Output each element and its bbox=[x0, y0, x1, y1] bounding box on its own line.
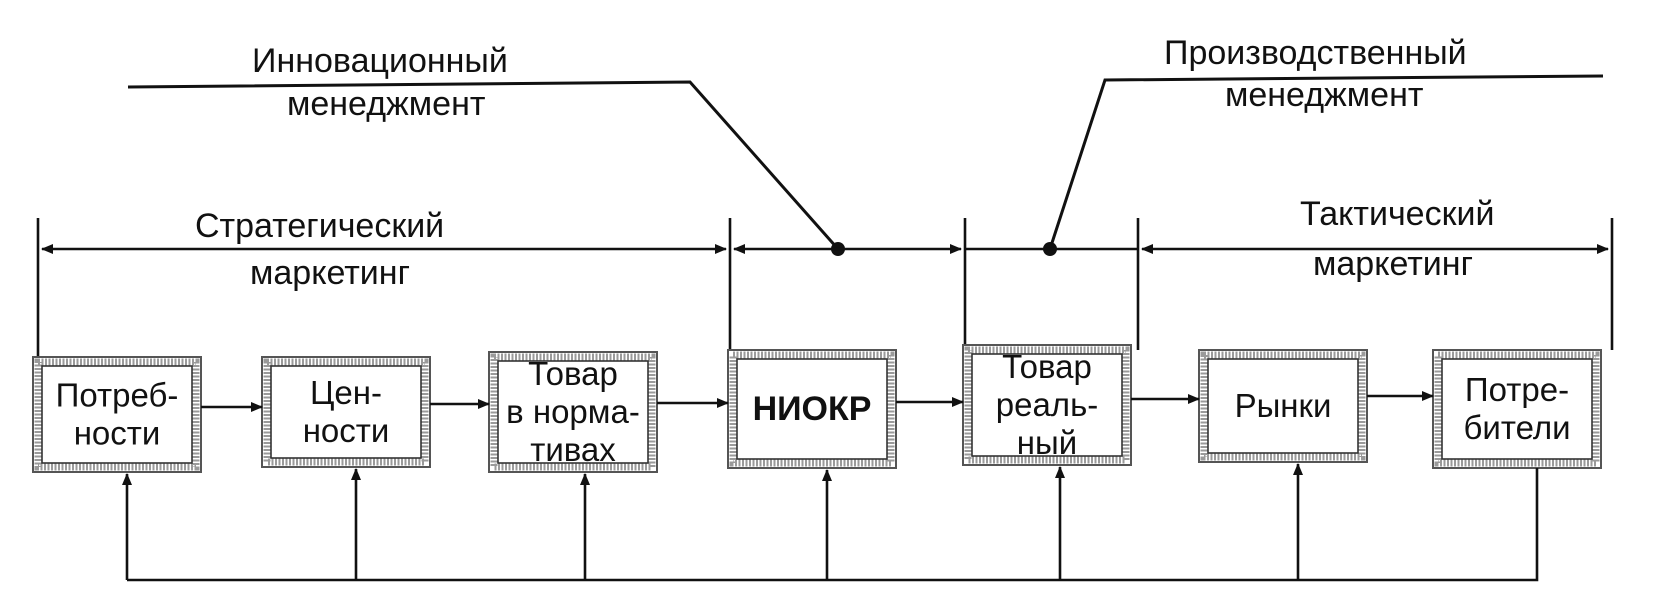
tactical-label-line1: Тактический bbox=[1300, 195, 1494, 233]
innovation-management-group: Инновационный менеджмент bbox=[127, 42, 845, 256]
innovation-label-line2: менеджмент bbox=[287, 85, 485, 123]
box-inner-border bbox=[1207, 358, 1359, 454]
box-border bbox=[1198, 349, 1368, 463]
box-label-line: Потреб- bbox=[56, 377, 179, 414]
box-label-line: Цен- bbox=[310, 374, 382, 411]
box-label-line: тивах bbox=[530, 431, 616, 468]
production-leader-line bbox=[1048, 74, 1604, 250]
feedback-line bbox=[127, 468, 1539, 582]
box-inner-border bbox=[41, 365, 193, 464]
production-management-group: Производственный менеджмент bbox=[1043, 34, 1604, 256]
marketing-labels: Стратегический маркетинг Тактический мар… bbox=[195, 195, 1494, 292]
box-label-line: реаль- bbox=[996, 386, 1099, 423]
innovation-label-line1: Инновационный bbox=[252, 42, 508, 80]
box-frame bbox=[1434, 351, 1600, 467]
box-border bbox=[32, 356, 202, 473]
box-border bbox=[962, 344, 1132, 466]
box-inner-border bbox=[971, 353, 1123, 457]
box-consumers: Потре-бители bbox=[1432, 349, 1602, 469]
box-label-line: в норма- bbox=[506, 393, 640, 430]
box-frame bbox=[490, 353, 656, 471]
strategic-label-line2: маркетинг bbox=[250, 254, 410, 292]
box-label-line: ности bbox=[303, 412, 390, 449]
box-label-line: бители bbox=[1463, 409, 1570, 446]
box-inner-border bbox=[497, 360, 649, 464]
production-label-line2: менеджмент bbox=[1225, 76, 1423, 114]
box-frame bbox=[34, 358, 200, 471]
feedback-loop bbox=[122, 463, 1539, 582]
box-frame bbox=[263, 358, 429, 466]
box-label-line: Рынки bbox=[1235, 387, 1332, 424]
innovation-leader-line bbox=[127, 80, 840, 250]
box-border bbox=[261, 356, 431, 468]
box-frame bbox=[1200, 351, 1366, 461]
box-values: Цен-ности bbox=[261, 356, 431, 468]
box-rnd: НИОКР bbox=[727, 349, 897, 469]
box-frame bbox=[964, 346, 1130, 464]
box-inner-border bbox=[736, 358, 888, 460]
box-label-line: НИОКР bbox=[753, 390, 872, 428]
box-inner-border bbox=[270, 365, 422, 459]
box-inner-border bbox=[1441, 358, 1593, 460]
production-label-line1: Производственный bbox=[1164, 34, 1467, 72]
box-label-line: Товар bbox=[1002, 348, 1092, 385]
box-border bbox=[488, 351, 658, 473]
box-border bbox=[727, 349, 897, 469]
strategic-label-line1: Стратегический bbox=[195, 207, 444, 245]
tactical-label-line2: маркетинг bbox=[1313, 245, 1473, 283]
box-markets: Рынки bbox=[1198, 349, 1368, 463]
box-label-line: ный bbox=[1017, 424, 1077, 461]
box-border bbox=[1432, 349, 1602, 469]
box-label-line: ности bbox=[74, 415, 161, 452]
box-label-line: Потре- bbox=[1465, 371, 1569, 408]
boundary-lines bbox=[36, 218, 1614, 368]
box-needs: Потреб-ности bbox=[32, 356, 202, 473]
box-label-line: Товар bbox=[528, 355, 618, 392]
flow-arrows bbox=[201, 391, 1434, 412]
box-frame bbox=[729, 351, 895, 467]
